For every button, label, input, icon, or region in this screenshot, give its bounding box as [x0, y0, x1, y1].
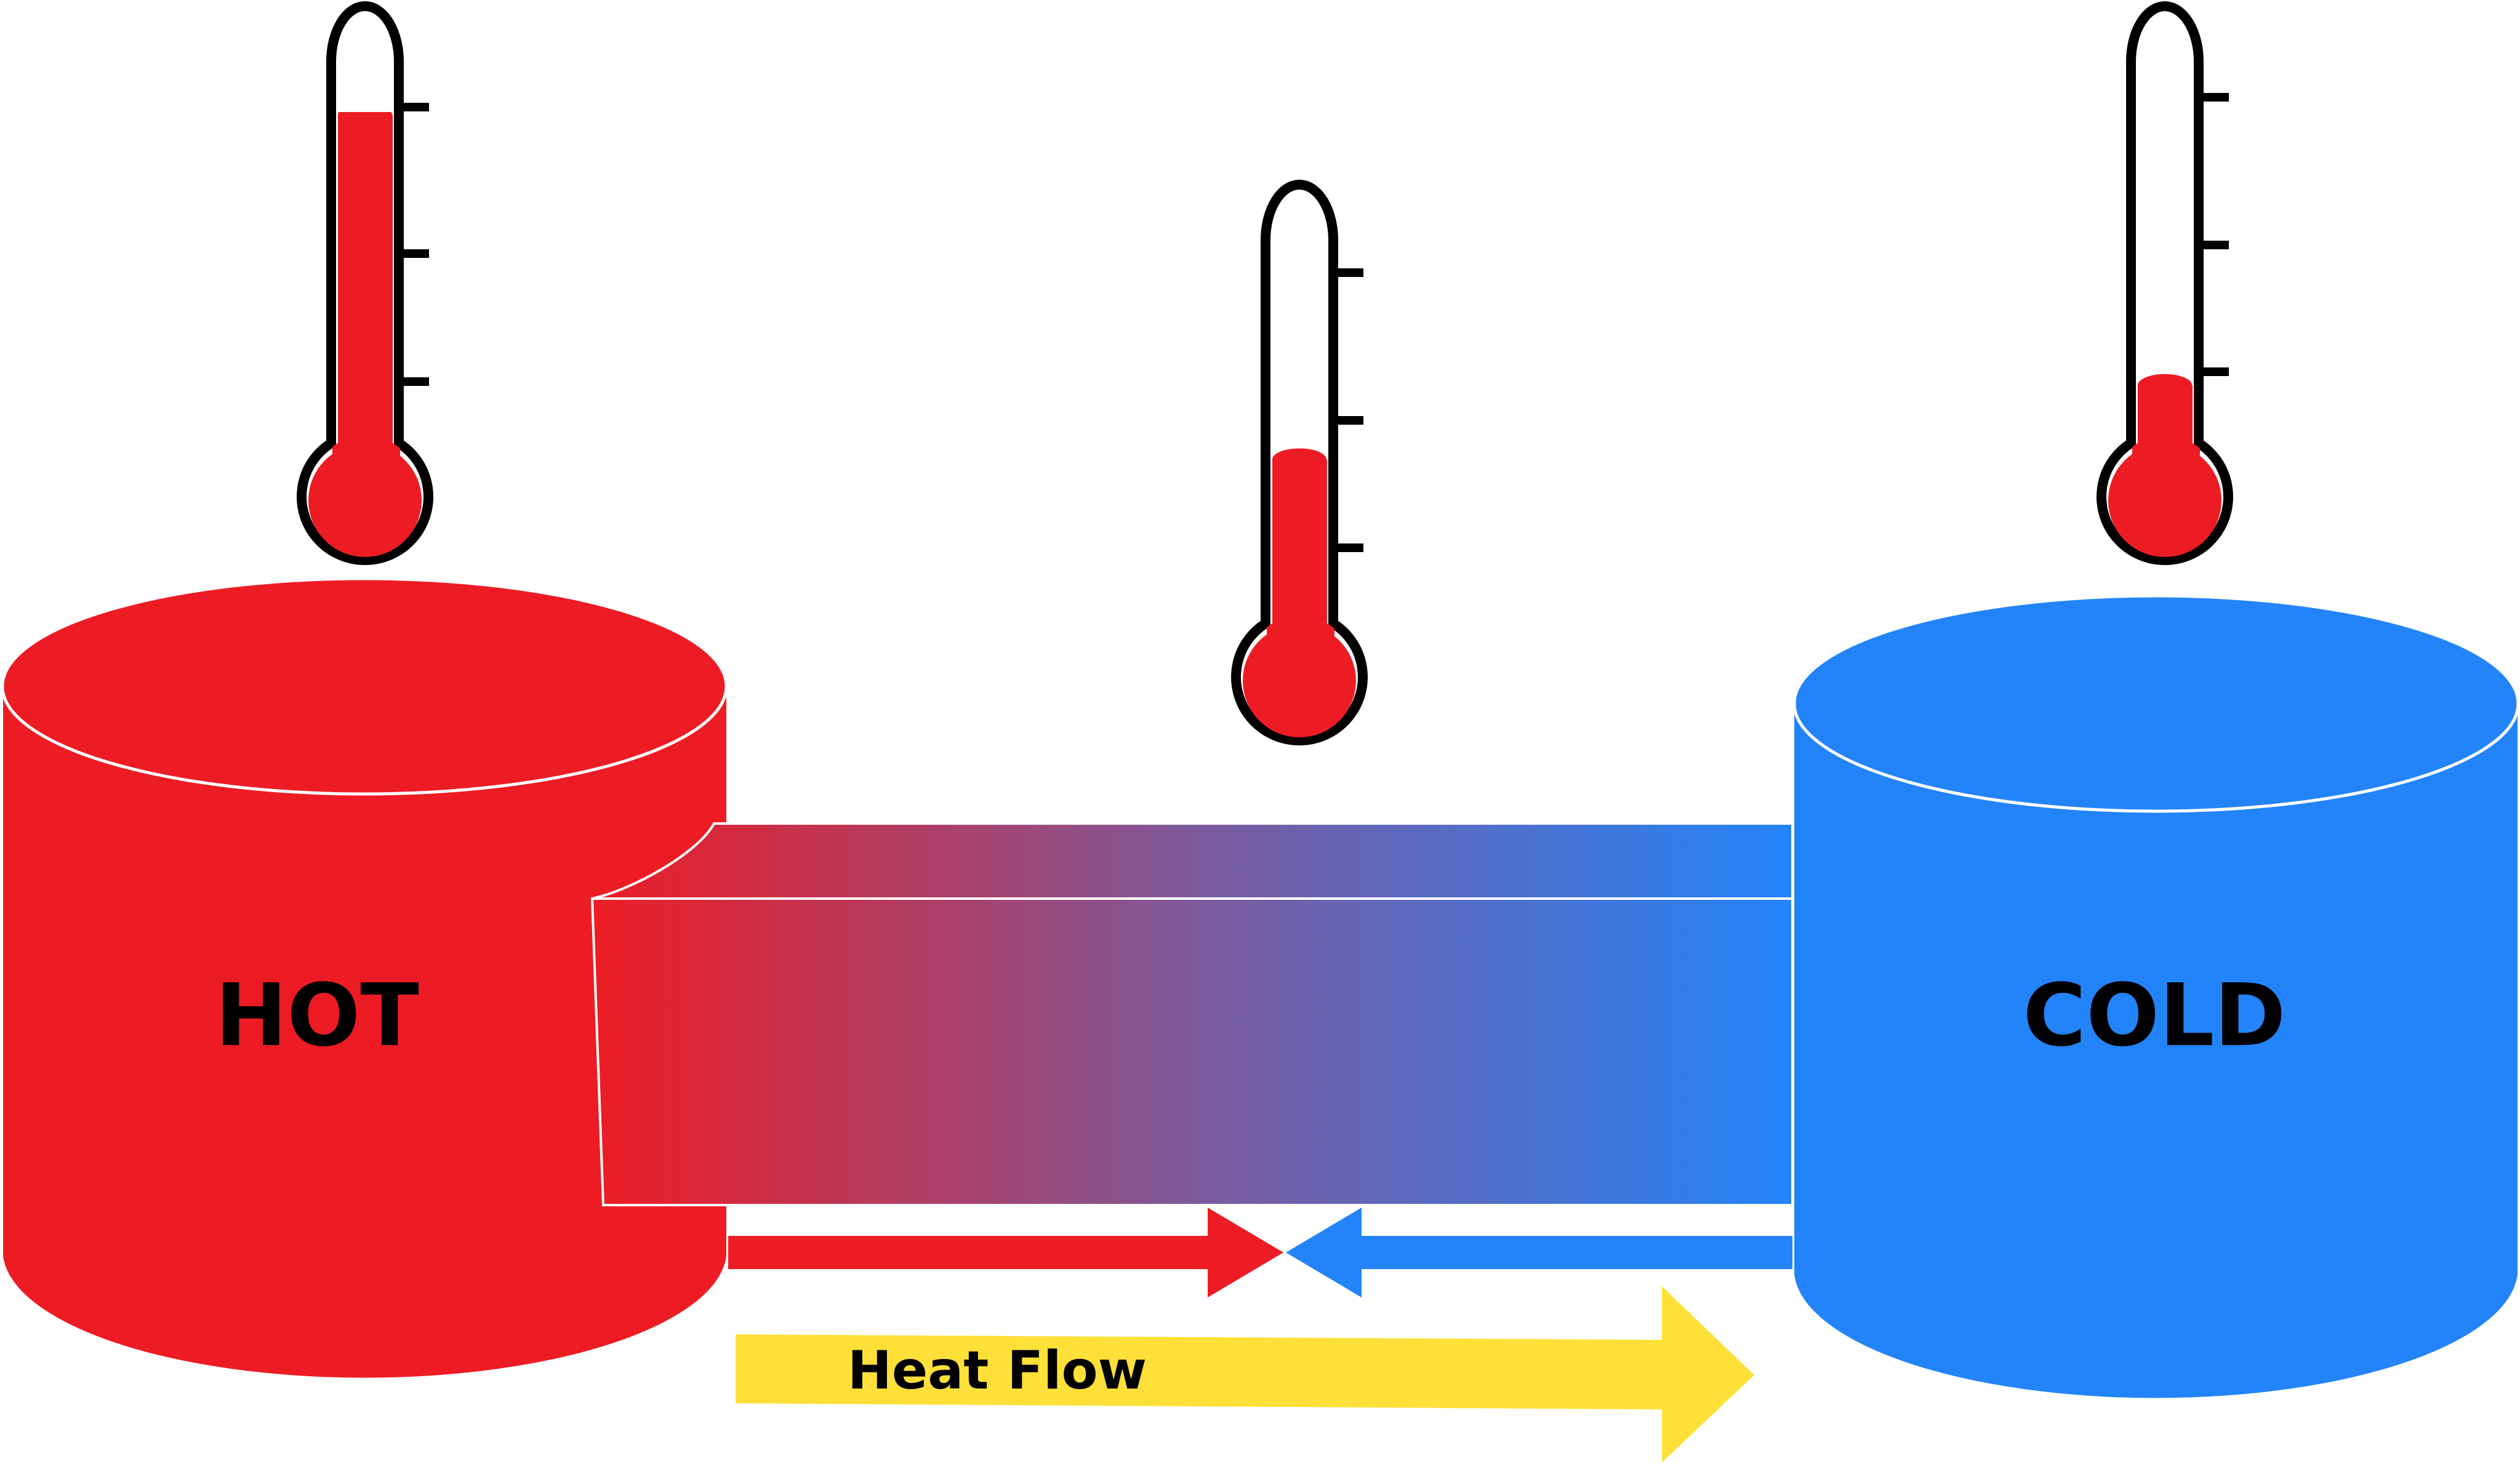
thermometer-icon	[1231, 180, 1368, 745]
thermometer-icon	[2097, 1, 2233, 565]
arrow-right-icon	[736, 1286, 1754, 1462]
thermometer-icon	[297, 1, 433, 565]
hot-reservoir: HOT	[1, 577, 728, 1378]
middle-thermometer	[1231, 180, 1368, 745]
cold-label: COLD	[2023, 966, 2285, 1066]
hot-thermometer-liquid	[332, 114, 400, 475]
cylinder-cold-icon	[1792, 594, 2520, 1398]
blue-arrow	[1286, 1208, 1792, 1297]
hot-label: HOT	[215, 966, 419, 1066]
heat-flow-label: Heat Flow	[848, 1340, 1147, 1401]
connecting-bar	[590, 822, 1794, 1206]
heat-flow-arrow: Heat Flow	[736, 1286, 1754, 1462]
red-arrow	[728, 1208, 1283, 1297]
converging-arrows	[728, 1208, 1792, 1297]
cold-thermometer	[2097, 1, 2233, 565]
middle-thermometer-liquid	[1267, 459, 1334, 654]
cylinder-hot-icon	[1, 577, 728, 1378]
cold-reservoir: COLD	[1792, 594, 2520, 1398]
hot-thermometer	[297, 1, 433, 565]
